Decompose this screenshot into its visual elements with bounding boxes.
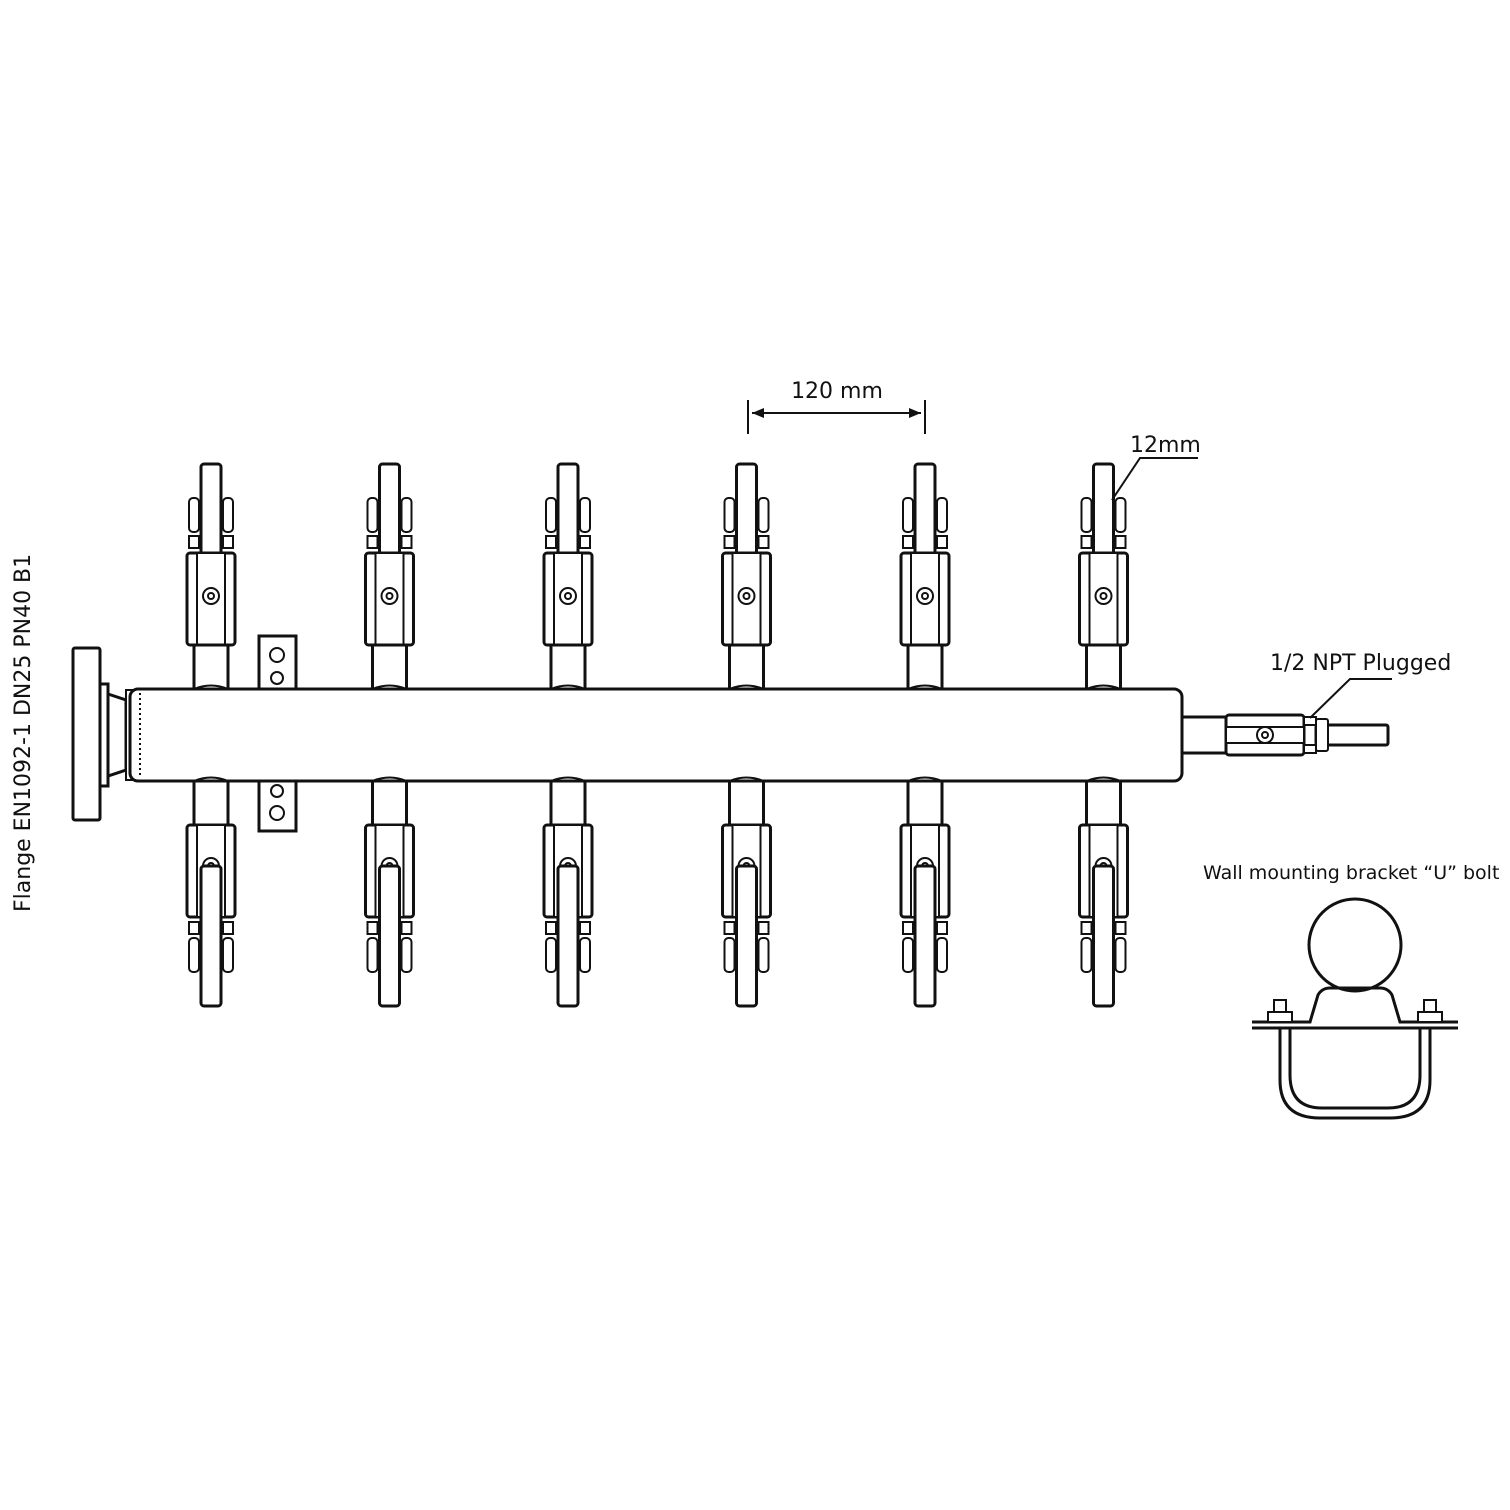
valve-top-6 [1078, 462, 1129, 691]
valves-bottom-row [185, 776, 1129, 1008]
tube-size-label: 12mm [1130, 433, 1201, 458]
npt-plug [1180, 713, 1390, 757]
valve-bottom-6 [1078, 776, 1129, 1008]
spacing-label: 120 mm [791, 379, 883, 404]
valve-top-5 [899, 462, 951, 691]
valve-top-1 [185, 462, 237, 691]
valve-bottom-1 [185, 776, 237, 1008]
flange-label: Flange EN1092-1 DN25 PN40 B1 [11, 554, 36, 912]
valve-bottom-2 [364, 776, 415, 1008]
plug-label: 1/2 NPT Plugged [1270, 651, 1451, 676]
mounting-bracket-bottom [257, 779, 298, 833]
valves-top-row [185, 462, 1129, 691]
valve-top-3 [542, 462, 594, 691]
tube-size-leader [1111, 457, 1198, 501]
spacing-dimension [747, 400, 926, 434]
valve-top-4 [721, 462, 772, 691]
bracket-label: Wall mounting bracket “U” bolt [1203, 862, 1499, 884]
valve-bottom-3 [542, 776, 594, 1008]
mounting-bracket-top [257, 634, 298, 691]
plug-leader [1309, 678, 1392, 719]
valve-bottom-5 [899, 776, 951, 1008]
valve-top-2 [364, 462, 415, 691]
u-bolt-bracket [1252, 897, 1458, 1120]
valve-bottom-4 [721, 776, 772, 1008]
header-pipe [128, 687, 1184, 783]
